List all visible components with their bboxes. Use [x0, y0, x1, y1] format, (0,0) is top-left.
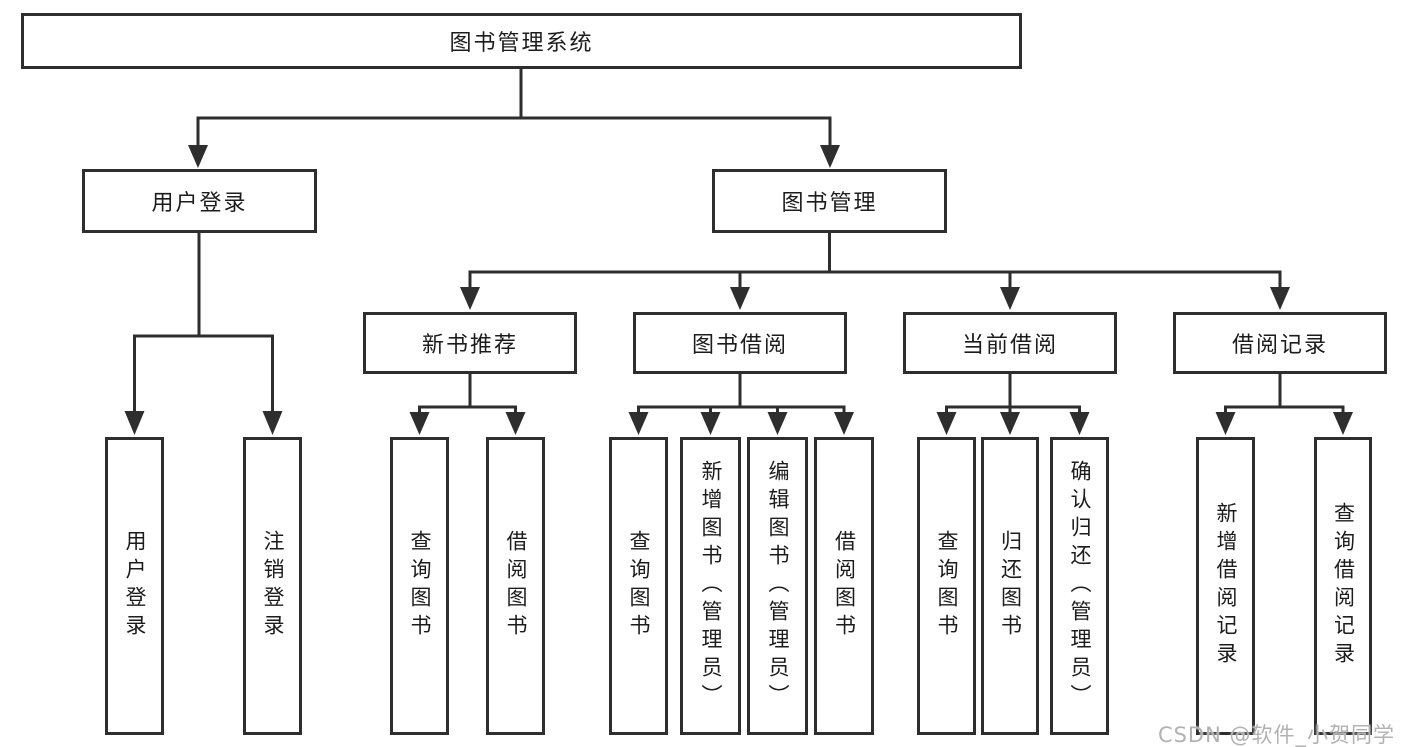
- leaf-return-books: 归还图书: [981, 437, 1039, 735]
- watermark: CSDN @软件_小贺同学: [1157, 723, 1395, 747]
- leaf-add-borrow-record: 新增借阅记录: [1196, 437, 1255, 735]
- leaf-query-books-current: 查询图书: [917, 437, 976, 735]
- leaf-query-books-borrowing: 查询图书: [609, 437, 668, 735]
- leaf-logout: 注销登录: [243, 437, 302, 735]
- node-book-borrowing: 图书借阅: [633, 312, 847, 374]
- leaf-borrow-books-recommend: 借阅图书: [486, 437, 545, 735]
- leaf-add-books-admin: 新增图书（管理员）: [680, 437, 741, 735]
- node-user-login: 用户登录: [82, 169, 317, 233]
- node-new-book-recommendation: 新书推荐: [363, 312, 577, 374]
- node-book-management: 图书管理: [712, 169, 947, 233]
- leaf-query-books-recommend: 查询图书: [390, 437, 449, 735]
- leaf-edit-books-admin: 编辑图书（管理员）: [747, 437, 808, 735]
- leaf-confirm-return-admin: 确认归还（管理员）: [1050, 437, 1109, 735]
- node-current-borrowing: 当前借阅: [903, 312, 1117, 374]
- node-borrowing-records: 借阅记录: [1173, 312, 1387, 374]
- leaf-query-borrow-record: 查询借阅记录: [1314, 437, 1372, 735]
- leaf-borrow-books-borrowing: 借阅图书: [814, 437, 874, 735]
- leaf-user-login: 用户登录: [105, 437, 164, 735]
- node-library-management-system: 图书管理系统: [21, 13, 1022, 69]
